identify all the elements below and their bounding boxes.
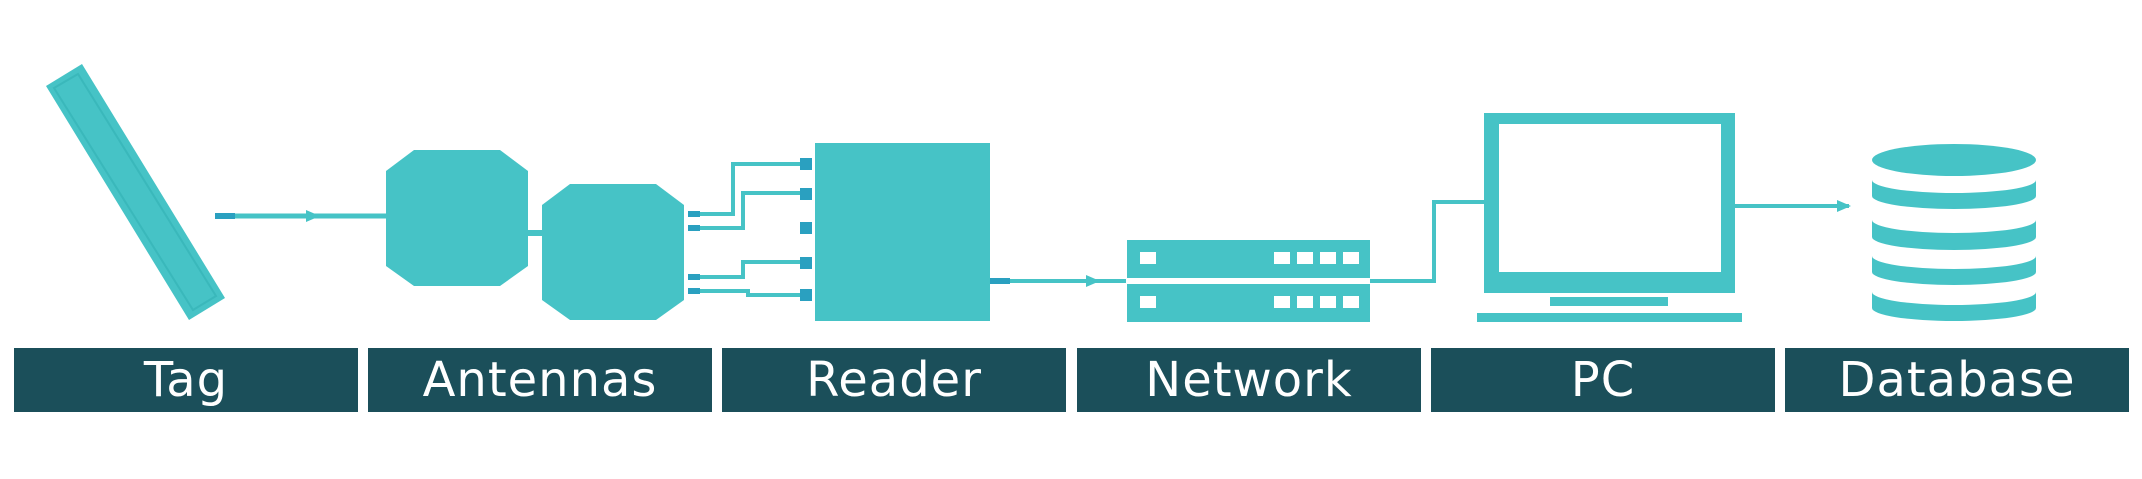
antenna-reader-cables	[690, 162, 802, 297]
database-icon	[1872, 144, 2036, 321]
antenna-icon	[386, 150, 684, 320]
stage-label-reader: Reader	[722, 348, 1066, 412]
stage-label-antennas: Antennas	[368, 348, 712, 412]
stage-label-tag: Tag	[14, 348, 358, 412]
stage-label-network: Network	[1077, 348, 1421, 412]
computer-icon	[1477, 113, 1742, 322]
network-to-pc-cable	[1370, 200, 1484, 283]
tag-icon	[46, 64, 225, 320]
reader-ports	[800, 158, 812, 301]
cable-ends	[688, 211, 700, 294]
stage-label-pc: PC	[1431, 348, 1775, 412]
stage-label-database: Database	[1785, 348, 2129, 412]
network-switch-icon	[1127, 240, 1370, 322]
reader-icon	[815, 143, 990, 321]
